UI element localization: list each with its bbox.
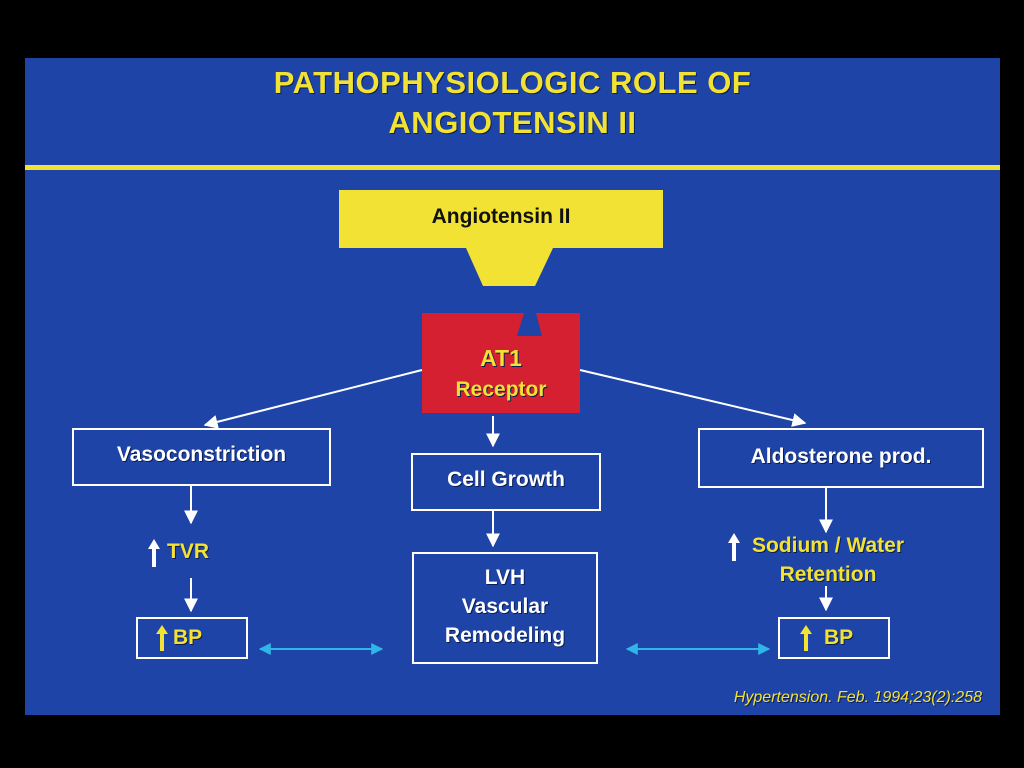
slide-title: PATHOPHYSIOLOGIC ROLE OF ANGIOTENSIN II: [25, 63, 1000, 143]
sodium-label-line2: Retention: [779, 563, 877, 586]
lvh-label-line3: Remodeling: [444, 624, 566, 647]
slide: PATHOPHYSIOLOGIC ROLE OF ANGIOTENSIN II: [25, 58, 1000, 715]
tvr-label: TVR: [167, 540, 209, 563]
receptor-label-line1: AT1: [480, 345, 522, 371]
vasoconstriction-label: Vasoconstriction: [116, 443, 287, 466]
up-arrow-icon: [156, 625, 168, 651]
angiotensin-label: Angiotensin II: [431, 205, 571, 228]
receptor-shape: [422, 313, 580, 413]
title-divider: [25, 165, 1000, 170]
aldosterone-box: [698, 428, 984, 488]
lvh-label-line1: LVH: [484, 566, 526, 589]
citation: Hypertension. Feb. 1994;23(2):258: [733, 689, 982, 706]
arrow-to-aldosterone: [579, 369, 807, 427]
up-arrow-icon: [728, 533, 740, 561]
aldosterone-label: Aldosterone prod.: [750, 445, 932, 468]
cell-growth-box: [411, 453, 601, 511]
bp-right-label: BP: [824, 626, 854, 649]
lvh-label-line2: Vascular: [461, 595, 549, 618]
up-arrow-icon: [148, 539, 160, 567]
title-line-1: PATHOPHYSIOLOGIC ROLE OF: [273, 65, 752, 100]
diagram-graphics: [184, 190, 833, 655]
sodium-label-line1: Sodium / Water: [751, 534, 905, 557]
bp-left-label: BP: [173, 626, 203, 649]
angiotensin-shape: [339, 190, 663, 286]
vasoconstriction-box: [72, 428, 331, 486]
arrow-to-vasoconstriction: [203, 369, 423, 429]
title-line-2: ANGIOTENSIN II: [388, 105, 637, 140]
cell-growth-label: Cell Growth: [447, 468, 565, 491]
receptor-label-line2: Receptor: [455, 378, 547, 401]
bp-right-box: [778, 617, 890, 659]
lvh-box: [412, 552, 598, 664]
up-arrow-icon: [800, 625, 812, 651]
bp-left-box: [136, 617, 248, 659]
